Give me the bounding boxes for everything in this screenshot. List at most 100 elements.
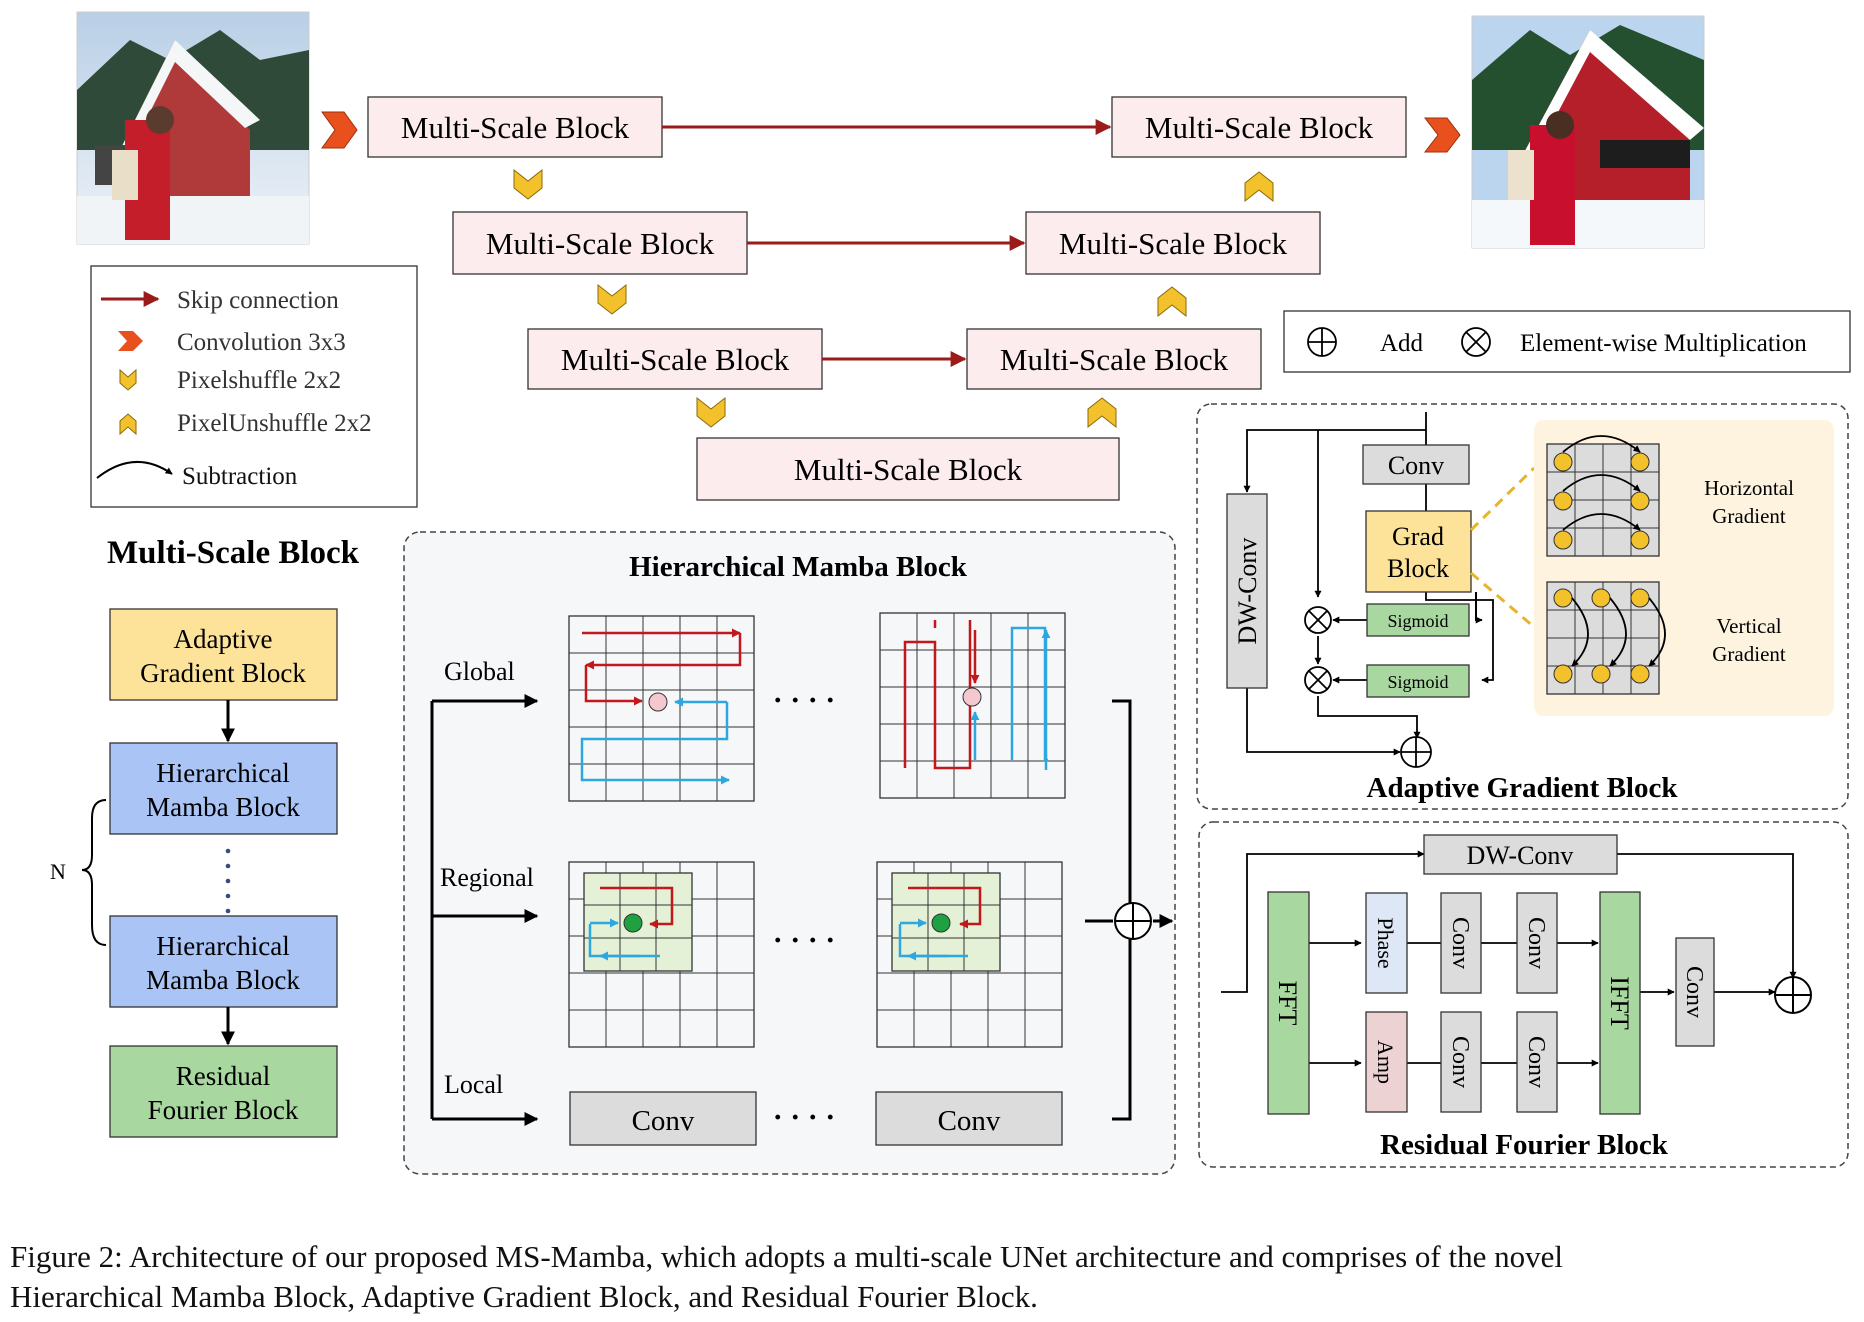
svg-text:Grad: Grad: [1392, 522, 1444, 551]
agb-dwconv: DW-Conv: [1226, 493, 1268, 689]
multiply-icon: [1461, 327, 1491, 357]
horizontal-gradient-grid: [1546, 435, 1660, 557]
hmb-title: Hierarchical Mamba Block: [629, 551, 968, 583]
svg-text:Horizontal: Horizontal: [1704, 476, 1794, 500]
svg-text:Gradient Block: Gradient Block: [140, 658, 306, 688]
msb-repeat-n: N: [50, 859, 66, 884]
legend-skip: Skip connection: [177, 287, 339, 314]
agb-panel: DW-Conv Conv Grad Block Sigmoid Sigmoid: [1196, 403, 1849, 810]
agb-multiply-icon-2: [1304, 666, 1332, 694]
svg-text:Conv: Conv: [1523, 1036, 1549, 1088]
msb-hmb-box-2: Hierarchical Mamba Block: [109, 915, 338, 1008]
hmb-local-label: Local: [444, 1070, 503, 1099]
rfb-conv-phase-1: Conv: [1440, 892, 1482, 994]
agb-multiply-icon-1: [1304, 606, 1332, 634]
svg-text:Gradient: Gradient: [1712, 504, 1786, 528]
svg-text:Fourier Block: Fourier Block: [148, 1095, 299, 1125]
agb-grad-block: Grad Block: [1365, 510, 1472, 593]
legend-pixelunshuffle: PixelUnshuffle 2x2: [177, 410, 372, 437]
svg-text:Conv: Conv: [1447, 917, 1473, 969]
unet-block-dec2: Multi-Scale Block: [1025, 211, 1321, 275]
svg-text:Gradient: Gradient: [1712, 642, 1786, 666]
rfb-conv-amp-1: Conv: [1440, 1011, 1482, 1113]
global-scan-grid-1: [568, 615, 755, 802]
svg-text:Conv: Conv: [938, 1105, 1001, 1137]
mult-label: Element-wise Multiplication: [1520, 330, 1807, 357]
rfb-phase: Phase: [1365, 892, 1408, 994]
svg-text:Multi-Scale Block: Multi-Scale Block: [794, 452, 1023, 487]
agb-title: Adaptive Gradient Block: [1367, 772, 1679, 804]
svg-text:Conv: Conv: [1388, 451, 1444, 480]
gradient-zoom-callout: Horizontal Gradient Vertical Gradient: [1469, 420, 1834, 716]
figure-caption: Figure 2: Architecture of our proposed M…: [10, 1237, 1855, 1317]
add-icon: [1307, 327, 1337, 357]
legend-pixelshuffle: Pixelshuffle 2x2: [177, 367, 341, 394]
svg-text:Sigmoid: Sigmoid: [1387, 672, 1448, 692]
rfb-panel: DW-Conv FFT Phase Amp Conv Conv Conv Co: [1198, 821, 1849, 1168]
svg-text:Multi-Scale Block: Multi-Scale Block: [561, 342, 790, 377]
msb-panel: Multi-Scale Block Adaptive Gradient Bloc…: [50, 535, 360, 1138]
conv-chevron-icon: [321, 111, 358, 149]
svg-text:Adaptive: Adaptive: [174, 624, 273, 654]
agb-conv: Conv: [1362, 444, 1470, 485]
svg-text:Vertical: Vertical: [1716, 614, 1781, 638]
rfb-add-icon: [1774, 976, 1812, 1014]
hmb-local-conv-1: Conv: [569, 1091, 757, 1146]
unet-block-dec1: Multi-Scale Block: [1111, 96, 1407, 158]
legend-pixelshuffle-icon: [119, 368, 137, 391]
agb-sigmoid-2: Sigmoid: [1366, 664, 1470, 698]
caption-line-1: Figure 2: Architecture of our proposed M…: [10, 1239, 1563, 1274]
local-ellipsis: · · · ·: [773, 1101, 836, 1134]
regional-scan-grid-1: [568, 861, 755, 1048]
ops-legend: Add Element-wise Multiplication: [1283, 310, 1851, 373]
svg-text:DW-Conv: DW-Conv: [1467, 841, 1574, 870]
pixelunshuffle-icon: [1157, 286, 1187, 318]
svg-text:IFFT: IFFT: [1605, 976, 1634, 1030]
svg-text:Conv: Conv: [1523, 917, 1549, 969]
svg-text:Residual: Residual: [176, 1061, 271, 1091]
agb-sigmoid-1: Sigmoid: [1366, 603, 1470, 637]
rfb-title: Residual Fourier Block: [1380, 1129, 1669, 1161]
global-ellipsis: · · · ·: [773, 684, 836, 717]
legend-conv: Convolution 3x3: [177, 329, 346, 356]
svg-text:Hierarchical: Hierarchical: [156, 931, 289, 961]
svg-text:Conv: Conv: [632, 1105, 695, 1137]
rfb-amp: Amp: [1365, 1011, 1408, 1113]
rfb-fft: FFT: [1267, 891, 1310, 1115]
agb-add-icon: [1400, 736, 1432, 768]
hmb-global-label: Global: [444, 657, 515, 686]
pixelunshuffle-icon: [1244, 171, 1274, 203]
caption-line-2: Hierarchical Mamba Block, Adaptive Gradi…: [10, 1279, 1038, 1314]
rfb-conv-amp-2: Conv: [1516, 1011, 1558, 1113]
unet-block-bottleneck: Multi-Scale Block: [696, 437, 1120, 501]
svg-text:Multi-Scale Block: Multi-Scale Block: [1145, 110, 1374, 145]
msb-hmb-box-1: Hierarchical Mamba Block: [109, 742, 338, 835]
svg-text:Conv: Conv: [1681, 966, 1707, 1018]
hmb-panel: Hierarchical Mamba Block Global Regional…: [403, 531, 1176, 1175]
svg-text:Sigmoid: Sigmoid: [1387, 611, 1448, 631]
rfb-conv-out: Conv: [1675, 937, 1715, 1047]
svg-text:Hierarchical: Hierarchical: [156, 758, 289, 788]
pixelshuffle-icon: [696, 396, 726, 428]
legend-conv-icon: [118, 331, 143, 351]
rfb-conv-phase-2: Conv: [1516, 892, 1558, 994]
vertical-gradient-grid: [1546, 581, 1666, 695]
unet-block-enc3: Multi-Scale Block: [527, 328, 823, 390]
msb-title: Multi-Scale Block: [107, 535, 360, 571]
unet-block-dec3: Multi-Scale Block: [966, 328, 1262, 390]
hmb-regional-label: Regional: [440, 863, 534, 892]
pixelunshuffle-icon: [1087, 397, 1117, 429]
svg-text:DW-Conv: DW-Conv: [1233, 538, 1262, 645]
unet-block-enc2: Multi-Scale Block: [452, 211, 748, 275]
input-image: [76, 11, 310, 245]
svg-text:FFT: FFT: [1273, 981, 1302, 1026]
output-image: [1471, 15, 1705, 249]
legend-pixelunshuffle-icon: [119, 413, 137, 436]
svg-text:Amp: Amp: [1373, 1040, 1398, 1084]
svg-text:Conv: Conv: [1447, 1036, 1473, 1088]
hmb-sum-icon: [1114, 902, 1152, 940]
svg-text:Multi-Scale Block: Multi-Scale Block: [1059, 226, 1288, 261]
regional-ellipsis: · · · ·: [773, 924, 836, 957]
msb-agb-box: Adaptive Gradient Block: [109, 608, 338, 701]
